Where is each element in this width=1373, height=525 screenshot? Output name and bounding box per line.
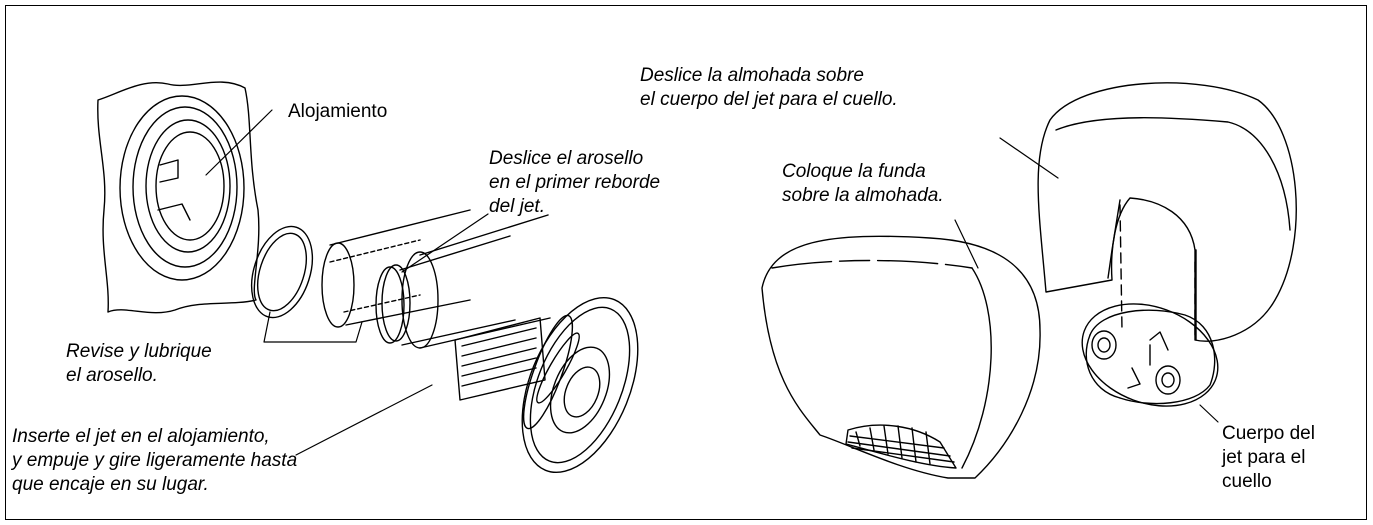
label-pillow-line1: Deslice la almohada sobre (640, 65, 864, 86)
label-neck-jet-body-line1: Cuerpo del (1222, 423, 1315, 444)
label-cover-line2: sobre la almohada. (782, 185, 944, 206)
o-ring (250, 225, 314, 319)
label-slide-oring-line3: del jet. (489, 196, 545, 217)
jet-assembly (321, 209, 574, 430)
neck-pillow (1037, 82, 1297, 342)
label-inspect-line1: Revise y lubrique (66, 341, 212, 362)
pillow-cover (761, 235, 1041, 479)
leader-lines-right (954, 137, 1219, 423)
figure-frame (5, 5, 1367, 520)
label-pillow-line2: el cuerpo del jet para el cuello. (640, 89, 898, 110)
label-insert-line2: y empuje y gire ligeramente hasta (12, 450, 298, 471)
label-cover-line1: Coloque la funda (782, 161, 926, 182)
label-neck-jet-body-line3: cuello (1222, 471, 1272, 492)
label-slide-oring-line1: Deslice el arosello (489, 148, 644, 169)
label-insert-line3: que encaje en su lugar. (12, 474, 209, 495)
label-housing: Alojamiento (288, 101, 388, 122)
label-slide-oring-line2: en el primer reborde (489, 172, 661, 193)
neck-jet-body (1081, 303, 1219, 407)
wall-panel (97, 81, 260, 314)
label-neck-jet-body-line2: jet para el (1222, 447, 1306, 468)
leader-lines-left (205, 109, 489, 456)
label-insert-line1: Inserte el jet en el alojamiento, (12, 426, 270, 447)
housing (119, 95, 245, 281)
label-inspect-line2: el arosello. (66, 365, 158, 386)
jet-faceplate (521, 296, 639, 474)
